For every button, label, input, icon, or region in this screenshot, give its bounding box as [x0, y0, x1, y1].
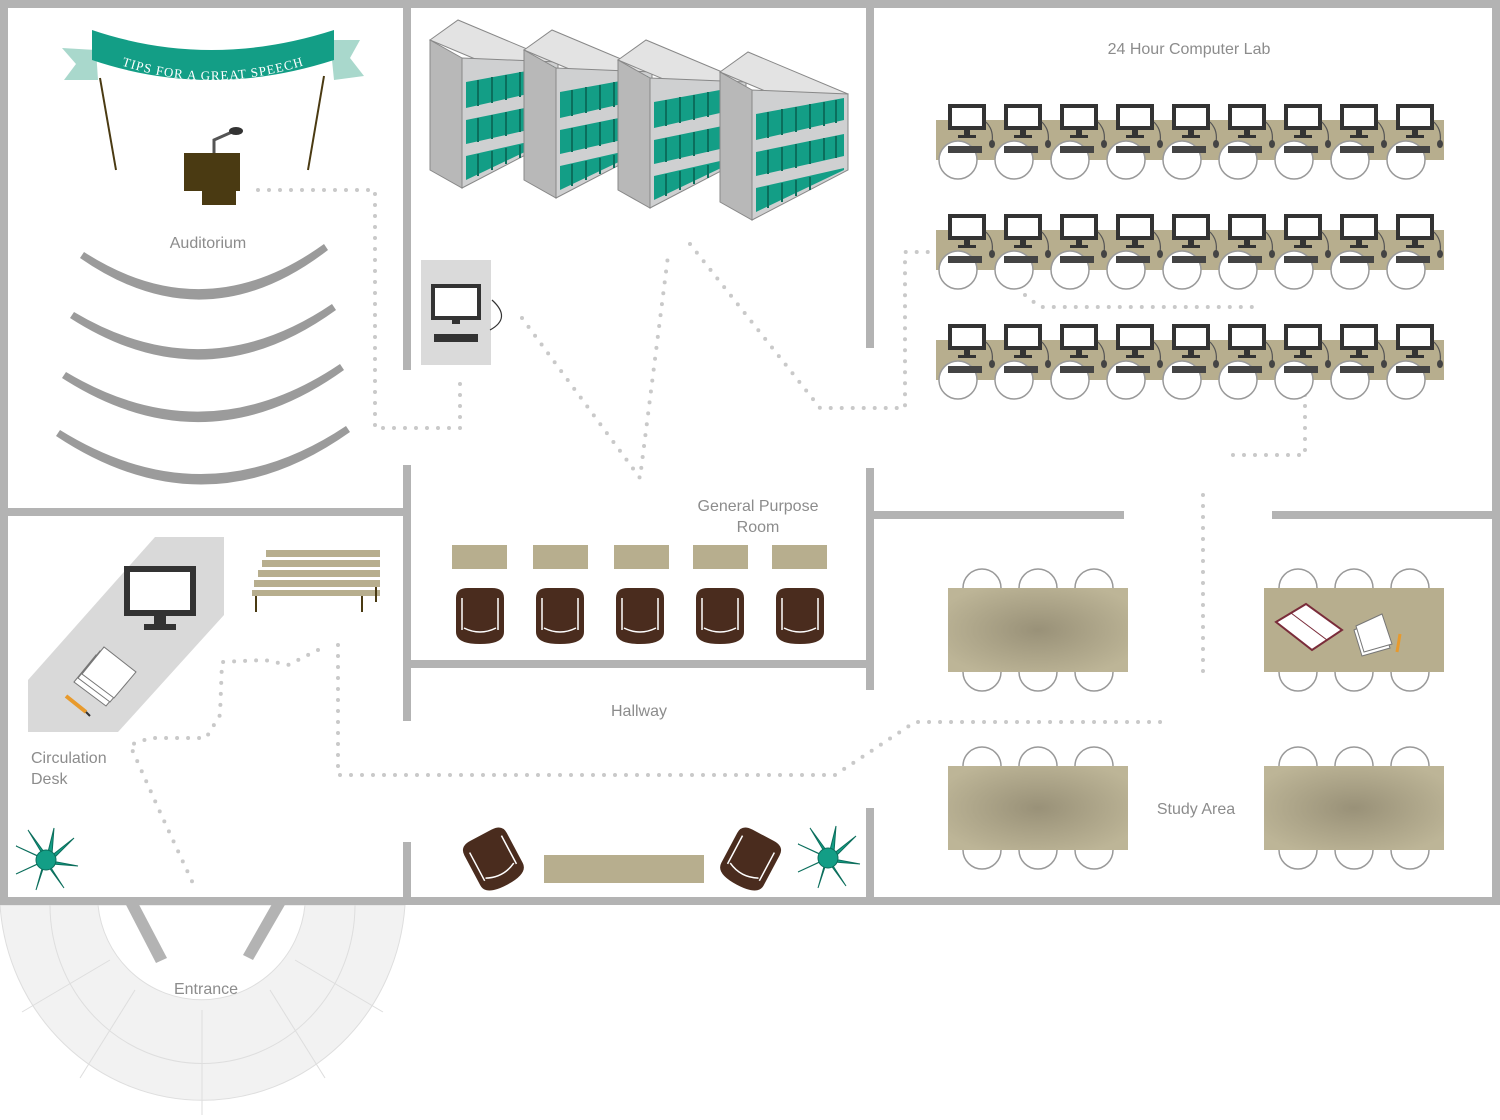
- pencil-icon: [1395, 633, 1402, 653]
- computer-lab: 24 Hour Computer Lab: [936, 41, 1444, 400]
- hallway-label: Hallway: [611, 703, 667, 720]
- armchair-icon: [535, 587, 585, 645]
- room-desks: [452, 545, 827, 569]
- computer-icon: [124, 566, 196, 630]
- hallway: Hallway: [458, 703, 861, 897]
- armchair-icon: [695, 587, 745, 645]
- study-area-label: Study Area: [1157, 801, 1235, 818]
- general-purpose-label-line1: General Purpose: [698, 498, 819, 515]
- plant-icon: [15, 827, 79, 891]
- study-area: Study Area: [948, 568, 1444, 870]
- plant-icon: [797, 825, 861, 889]
- auditorium: TIPS FOR A GREAT SPEECH Auditorium: [56, 30, 364, 485]
- general-purpose-label-line2: Room: [737, 519, 780, 536]
- bookshelf-icon: [719, 51, 849, 221]
- general-purpose-room: General Purpose Room: [452, 498, 827, 645]
- auditorium-label: Auditorium: [170, 235, 246, 252]
- armchair-icon: [455, 587, 505, 645]
- papers-icon: [1353, 613, 1393, 657]
- room-armchairs: [455, 587, 825, 645]
- pencil-icon: [64, 694, 91, 717]
- armchair-icon: [458, 823, 530, 897]
- walking-path: [127, 188, 1307, 892]
- hallway-table: [544, 855, 704, 883]
- armchair-icon: [615, 587, 665, 645]
- entrance-floor: [0, 904, 406, 1115]
- study-table: [1264, 766, 1444, 850]
- bench-icon: [252, 550, 380, 612]
- open-book-icon: [1274, 602, 1344, 652]
- auditorium-seating: [56, 244, 350, 485]
- armchair-icon: [714, 823, 786, 897]
- bookshelves: [429, 19, 849, 221]
- catalog-kiosk: [421, 260, 503, 365]
- armchair-icon: [775, 587, 825, 645]
- circulation-label-line1: Circulation: [31, 750, 107, 767]
- circulation-label-line2: Desk: [31, 771, 68, 788]
- study-table: [948, 766, 1128, 850]
- study-table: [948, 588, 1128, 672]
- papers-icon: [73, 646, 137, 707]
- podium-icon: [184, 127, 243, 205]
- computer-lab-label: 24 Hour Computer Lab: [1108, 41, 1271, 58]
- walls: [0, 0, 1500, 963]
- entrance-label: Entrance: [174, 981, 238, 998]
- circulation-desk: Circulation Desk: [15, 537, 380, 891]
